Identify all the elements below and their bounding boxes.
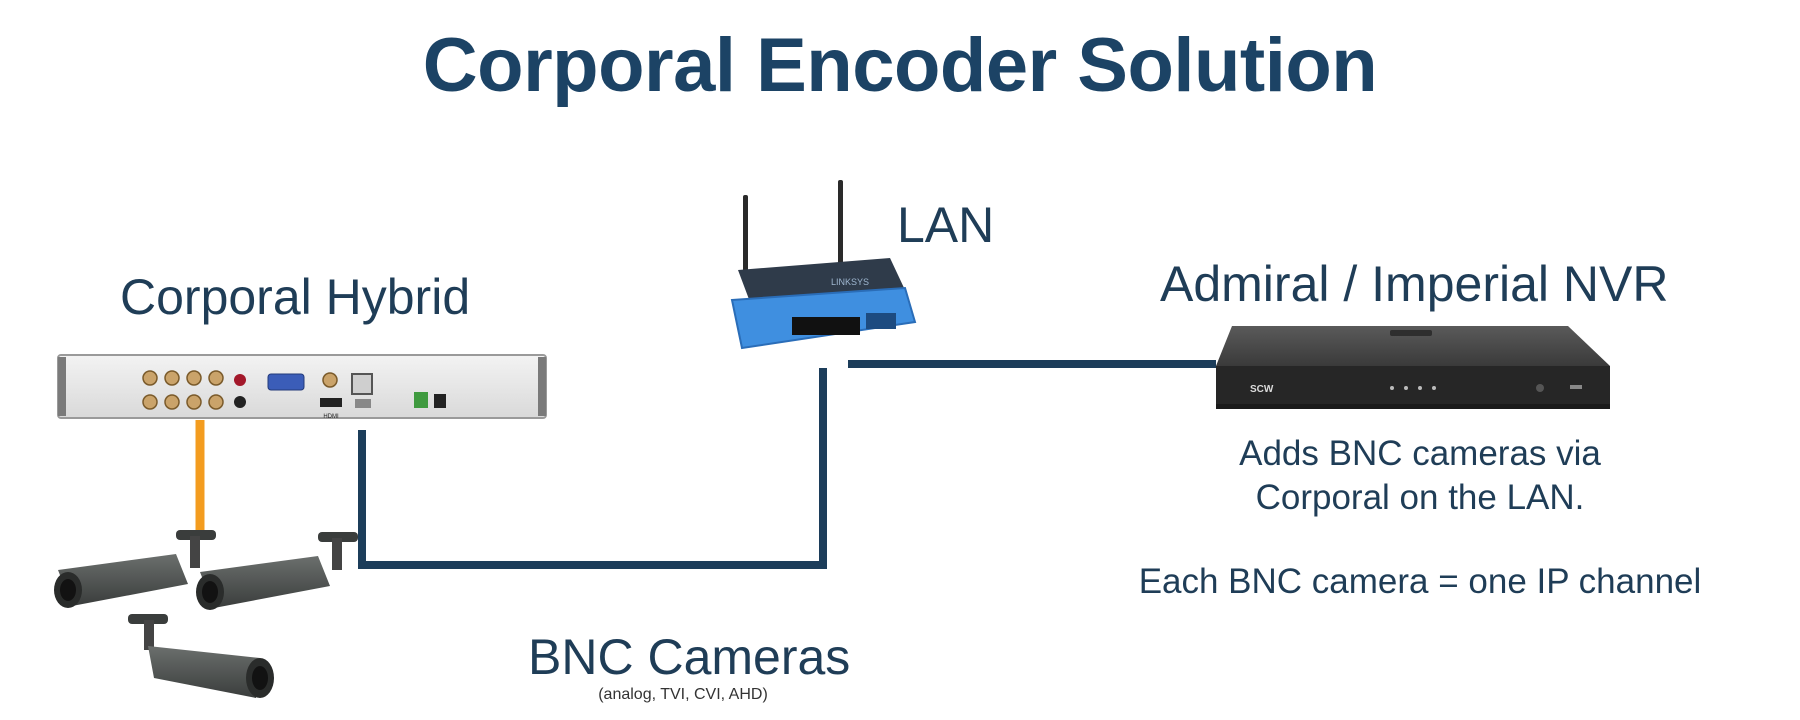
nvr-description: Adds BNC cameras via Corporal on the LAN…	[1120, 432, 1720, 604]
lan-router: LINKSYS	[730, 180, 917, 350]
bnc-camera-3	[128, 614, 274, 698]
lan-label: LAN	[897, 197, 995, 253]
bnc-camera-group	[54, 530, 358, 698]
nvr-description-line-1: Adds BNC cameras via	[1239, 434, 1601, 473]
corporal-hybrid-label: Corporal Hybrid	[120, 269, 471, 325]
admiral-imperial-nvr: SCW	[1216, 326, 1610, 409]
router-brand-label: LINKSYS	[831, 277, 869, 287]
bnc-ports	[142, 370, 224, 410]
page-title: Corporal Encoder Solution	[422, 23, 1378, 108]
nvr-brand-label: SCW	[1250, 384, 1274, 395]
hdmi-port-label: HDMI	[323, 414, 339, 420]
nvr-description-line-2: Corporal on the LAN.	[1255, 478, 1585, 517]
nvr-description-line-3: Each BNC camera = one IP channel	[1138, 562, 1702, 601]
corporal-hybrid-device: HDMI	[57, 354, 547, 420]
connection-lines	[195, 360, 1216, 569]
bnc-cameras-subtitle: (analog, TVI, CVI, AHD)	[598, 686, 768, 703]
bnc-camera-2	[196, 532, 358, 610]
network-line-hybrid-to-router	[358, 368, 827, 569]
bnc-cameras-label: BNC Cameras	[528, 629, 851, 685]
bnc-camera-1	[54, 530, 216, 608]
nvr-label: Admiral / Imperial NVR	[1160, 256, 1669, 312]
